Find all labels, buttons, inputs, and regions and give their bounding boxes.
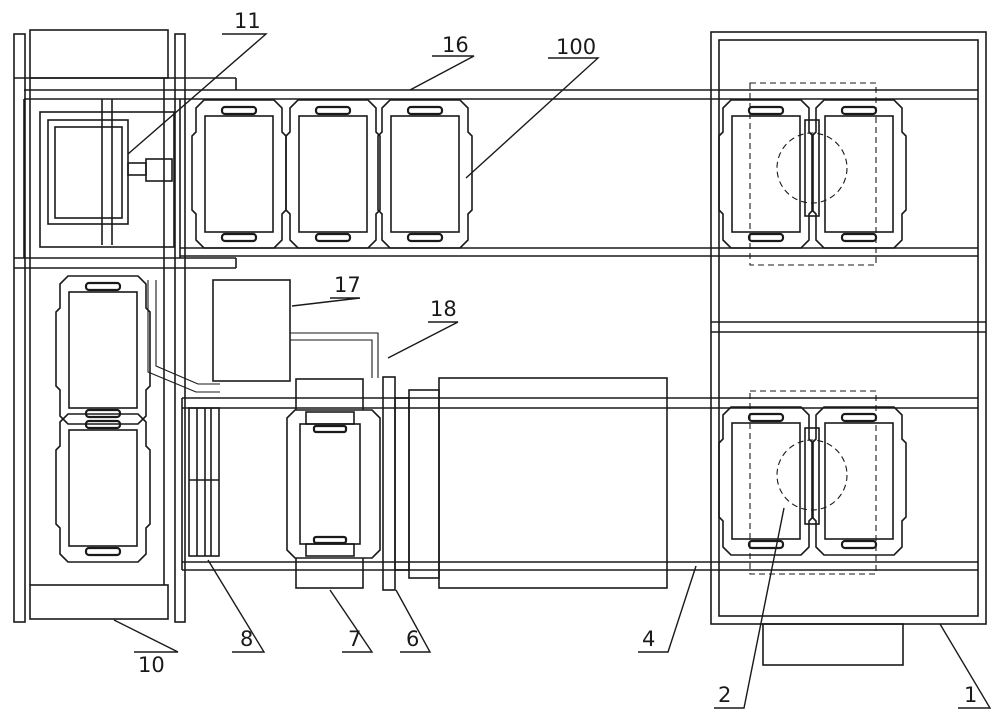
label-1: 1 <box>964 683 977 707</box>
plate <box>382 376 396 591</box>
label-7: 7 <box>348 627 361 651</box>
top-conveyor-trays <box>190 98 474 250</box>
label-8: 8 <box>240 627 253 651</box>
label-11: 11 <box>234 9 261 33</box>
label-2: 2 <box>718 683 731 707</box>
label-17: 17 <box>334 273 361 297</box>
label-10: 10 <box>138 653 165 677</box>
stop-plates <box>188 407 220 557</box>
leader-lines <box>113 33 992 709</box>
top-conveyor-rail <box>14 77 978 269</box>
reference-labels: 11 16 100 17 18 10 8 7 6 4 2 1 <box>138 9 977 707</box>
label-4: 4 <box>642 627 655 651</box>
control-box <box>212 279 379 382</box>
label-6: 6 <box>406 627 419 651</box>
left-conveyor-frame <box>13 29 186 623</box>
clamp-device <box>286 378 381 589</box>
bottom-conveyor-rail <box>181 397 978 571</box>
label-16: 16 <box>442 33 469 57</box>
pusher-device <box>39 99 175 248</box>
left-conveyor-trays <box>54 274 220 564</box>
right-frame <box>710 31 987 666</box>
rotating-unit-bottom <box>717 390 908 575</box>
main-machine <box>394 377 668 589</box>
rotating-unit-top <box>717 82 908 266</box>
label-100: 100 <box>556 35 596 59</box>
label-18: 18 <box>430 297 457 321</box>
